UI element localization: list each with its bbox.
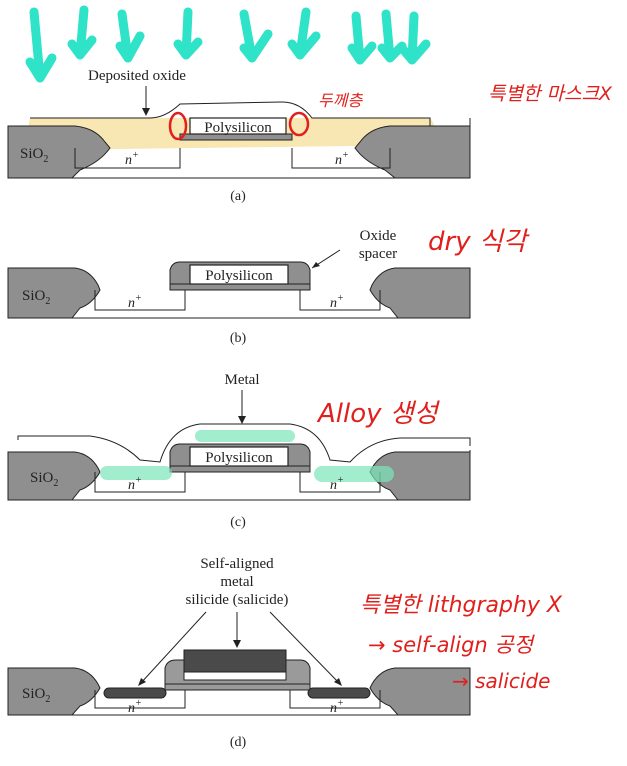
teal-arrow-6 — [287, 7, 321, 60]
teal-arrow-4 — [173, 7, 203, 60]
polysilicon — [189, 117, 287, 135]
metal-arrowhead — [238, 416, 246, 424]
panel-c: Metal Polysilicon SiO2 n+ n+ (c) — [7, 372, 471, 530]
highlight-green-top — [195, 430, 295, 442]
silicide-right — [307, 687, 371, 699]
caption-b: (b) — [230, 331, 247, 346]
oxide-spacer-label-2: spacer — [359, 246, 397, 262]
teal-arrow-3 — [115, 9, 145, 63]
teal-arrow-9 — [397, 11, 431, 65]
sio2-label: SiO2 — [22, 686, 50, 705]
metal-layer — [17, 423, 471, 463]
deposited-oxide-label: Deposited oxide — [88, 68, 186, 84]
annotation-top-right: 특별한 마스크X — [488, 83, 613, 105]
n-plus-left-region — [94, 690, 186, 709]
salicide-arrowhead-left — [138, 678, 146, 686]
handwritten-annotations: 특별한 마스크X 두께층 dry 식각 Alloy 생성 특별한 lithgra… — [316, 83, 613, 693]
annotation-thickness: 두께층 — [318, 91, 363, 110]
salicide-label-3: silicide (salicide) — [186, 592, 289, 608]
spacer-arrowhead — [312, 262, 320, 268]
salicide-label-1: Self-aligned — [200, 556, 274, 572]
polysilicon — [189, 264, 289, 285]
teal-arrow-1 — [25, 7, 57, 83]
oxide-spacer-label-1: Oxide — [360, 228, 397, 244]
polysilicon-label: Polysilicon — [204, 120, 272, 136]
n-plus-left-region — [74, 148, 181, 169]
n-plus-right-region — [291, 148, 391, 169]
caption-d: (d) — [230, 735, 247, 750]
caption-a: (a) — [230, 189, 246, 204]
n-plus-right-label: n+ — [330, 698, 344, 716]
teal-arrow-7 — [347, 11, 377, 65]
n-plus-right-region — [289, 690, 381, 709]
field-oxide-left — [7, 667, 101, 716]
gate-oxide — [169, 465, 311, 473]
annotation-d-line-3: → salicide — [452, 669, 550, 693]
salicide-label-2: metal — [220, 574, 253, 590]
silicide-left — [103, 687, 167, 699]
field-oxide-left — [7, 125, 111, 179]
polysilicon-label: Polysilicon — [205, 450, 273, 466]
n-plus-left-region — [94, 472, 186, 493]
n-plus-right-region — [299, 290, 381, 311]
polysilicon-label: Polysilicon — [205, 268, 273, 284]
panel-d: Self-aligned metal silicide (salicide) S… — [7, 556, 471, 750]
salicide-arrow-left — [139, 611, 207, 685]
field-oxide-right — [354, 125, 471, 179]
caption-c: (c) — [230, 515, 246, 530]
note-arrowhead — [142, 108, 150, 116]
metal-label: Metal — [225, 372, 260, 388]
annotation-d-line-1: 특별한 lithgraphy X — [360, 593, 563, 618]
annotation-dry-etch: dry 식각 — [428, 227, 530, 257]
deposited-oxide-layer — [30, 101, 431, 126]
n-plus-left-label: n+ — [128, 475, 142, 493]
salicide-arrowhead-right — [334, 678, 342, 686]
salicide-arrow-right — [269, 611, 341, 685]
teal-arrow-group — [25, 5, 431, 83]
gate-oxide — [164, 683, 311, 691]
salicide-arrowhead-center — [233, 640, 241, 648]
field-oxide-left — [7, 451, 101, 501]
field-oxide-right — [369, 667, 471, 716]
sio2-label: SiO2 — [22, 288, 50, 307]
silicide-gate — [183, 649, 287, 673]
n-plus-left-region — [94, 290, 186, 311]
panel-b: Oxide spacer Polysilicon SiO2 n+ n+ (b) — [7, 228, 471, 346]
field-oxide-left — [7, 267, 101, 319]
annotation-d-line-2: → self-align 공정 — [368, 633, 536, 657]
panel-a: Deposited oxide Polysilicon SiO2 n+ n+ (… — [7, 68, 471, 204]
teal-arrow-2 — [67, 5, 97, 60]
n-plus-right-label: n+ — [330, 475, 344, 493]
teal-arrow-5 — [239, 9, 273, 63]
n-plus-left-label: n+ — [125, 150, 139, 168]
red-circle-right — [288, 111, 310, 137]
gate-oxide — [169, 283, 311, 291]
highlight-green-right — [314, 466, 394, 482]
highlight-green-left — [100, 466, 172, 480]
polysilicon — [183, 671, 287, 681]
polysilicon — [189, 446, 289, 467]
field-oxide-right — [369, 267, 471, 319]
n-plus-left-label: n+ — [128, 293, 142, 311]
sio2-label: SiO2 — [30, 470, 58, 489]
n-plus-left-label: n+ — [128, 698, 142, 716]
sio2-label: SiO2 — [20, 146, 48, 165]
n-plus-right-label: n+ — [330, 293, 344, 311]
annotation-alloy: Alloy 생성 — [316, 399, 441, 429]
n-plus-right-label: n+ — [335, 150, 349, 168]
red-circle-left — [168, 111, 188, 141]
